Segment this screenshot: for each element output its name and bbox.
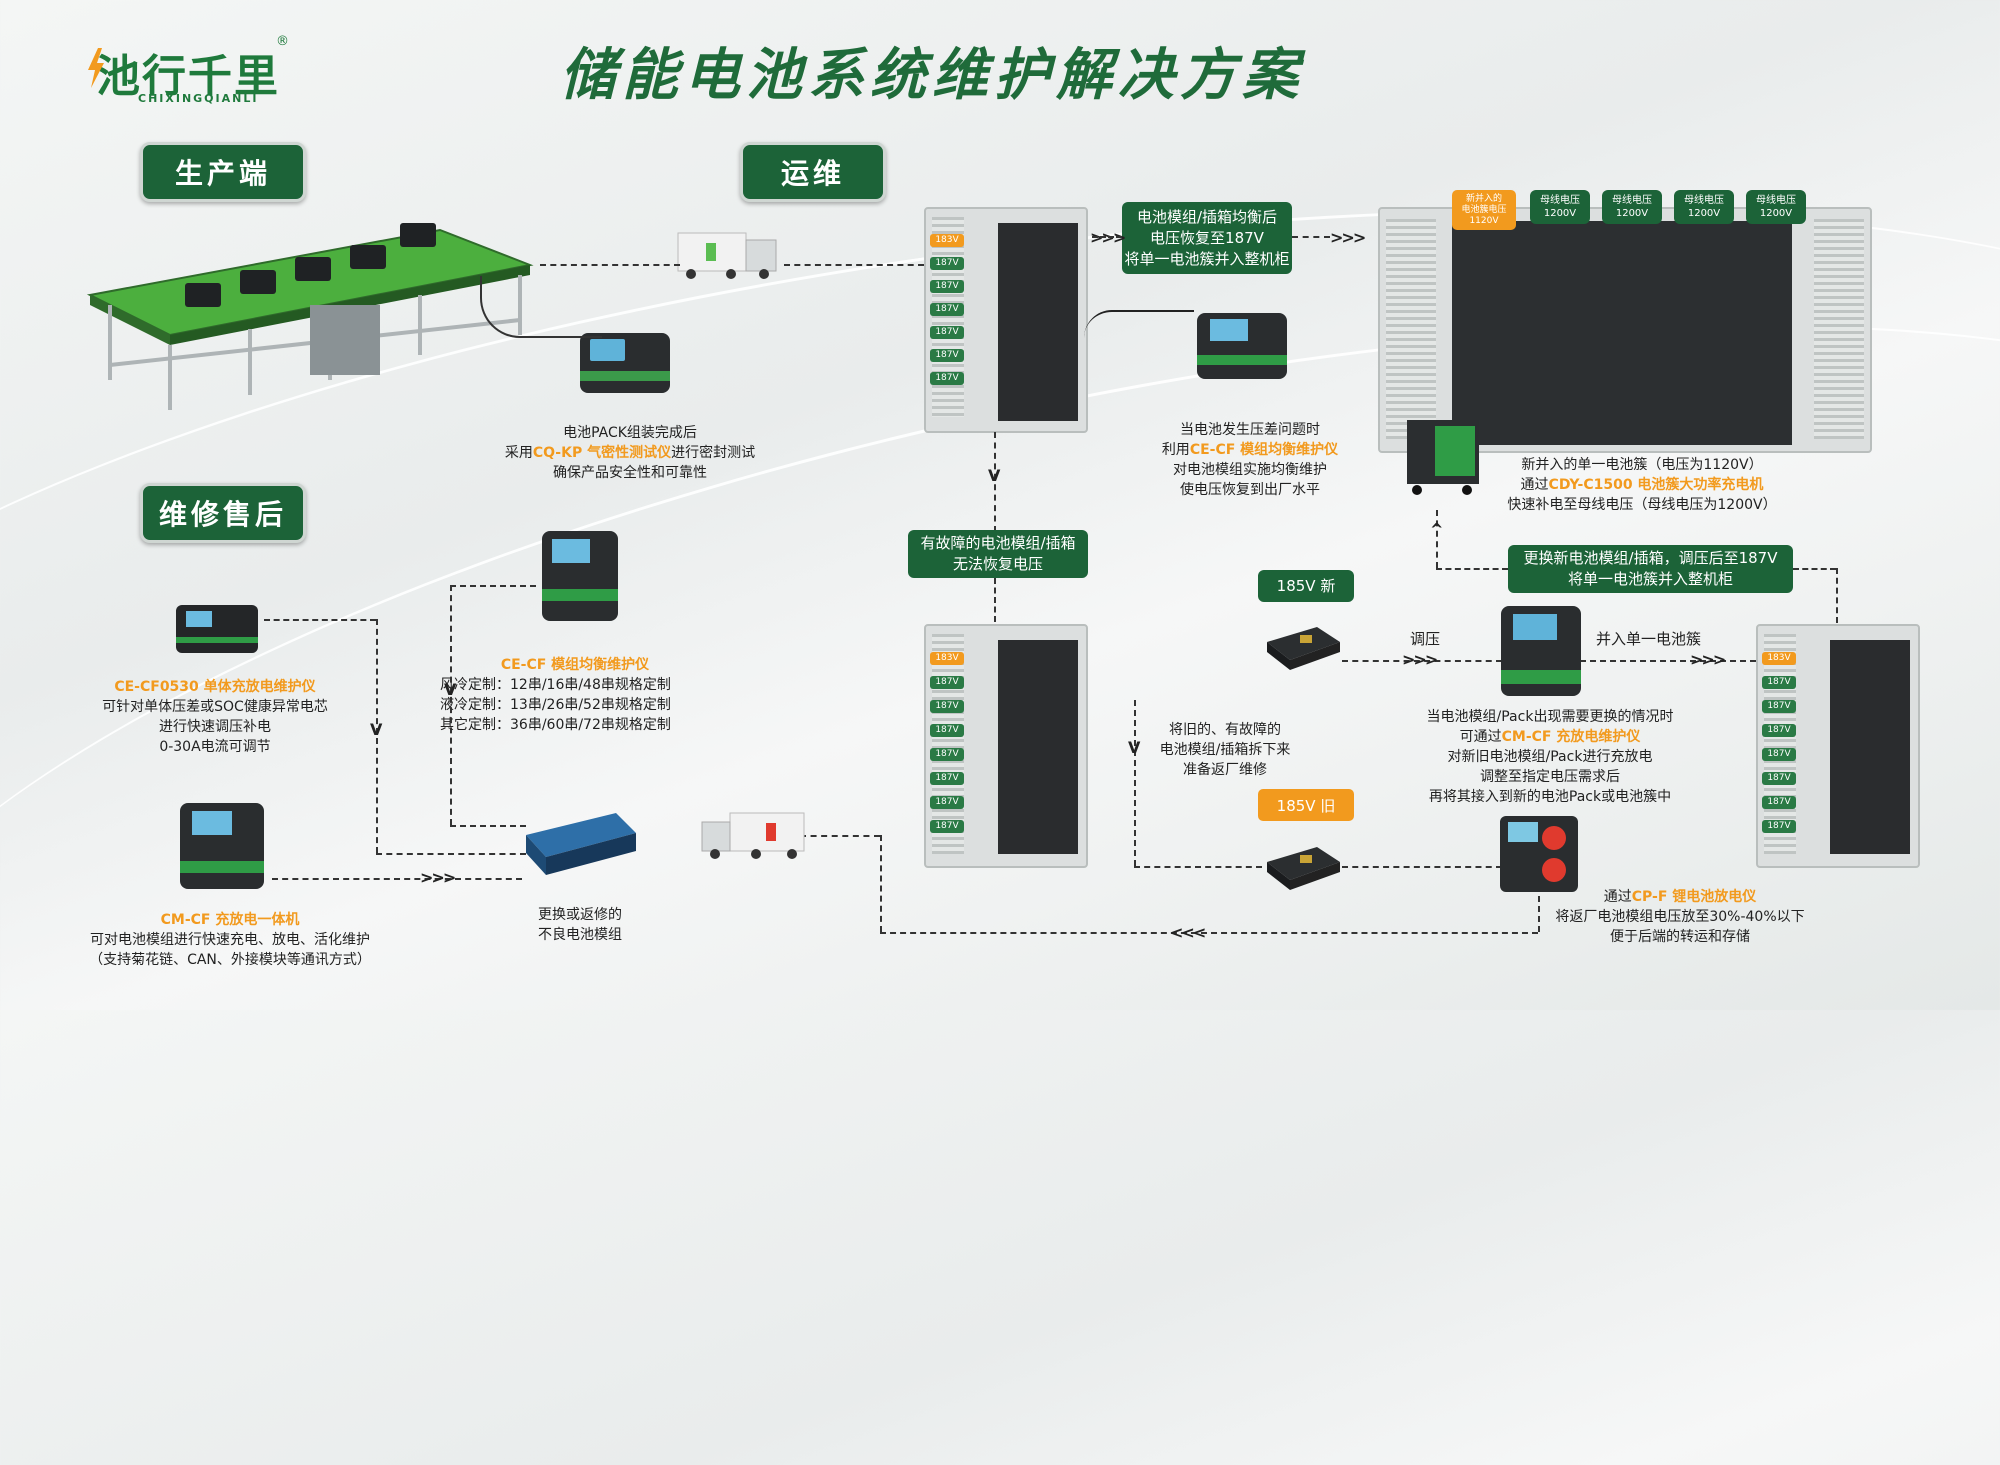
merge-label: 并入单一电池簇 (1596, 630, 1702, 648)
logo-subtext: CHIXINGQIANLI (138, 92, 259, 105)
adjust-label: 调压 (1410, 630, 1441, 648)
cm-cf-integrated-desc: CM-CF 充放电一体机 可对电池模组进行快速充电、放电、活化维护 （支持菊花链… (89, 912, 371, 968)
arrow-right: >>> (1330, 228, 1366, 247)
om-ce-cf-desc: 当电池发生压差问题时 利用CE-CF 模组均衡维护仪 对电池模组实施均衡维护 使… (1161, 422, 1339, 498)
cm-cf-integrated-device (180, 803, 264, 889)
battery-cabinet-top: 183V 187V 187V 187V 187V 187V 187V (924, 207, 1088, 433)
logo: 池行千里 CHIXINGQIANLI ® (88, 34, 289, 110)
arrow-right: >>> (1690, 650, 1726, 669)
voltage-tag: 187V (930, 700, 964, 713)
registered-mark: ® (276, 34, 289, 49)
bus-voltage-label: 母线电压 1200V (1530, 190, 1590, 224)
bus-voltage-label: 母线电压 1200V (1746, 190, 1806, 224)
voltage-tag: 183V (1762, 652, 1796, 665)
truck-icon-bottom (701, 812, 805, 859)
voltage-tag: 187V (1762, 700, 1796, 713)
new-module-tag: 185V 新 (1258, 570, 1354, 602)
voltage-tag: 187V (930, 772, 964, 785)
voltage-tag: 187V (1762, 724, 1796, 737)
arrow-down: V (988, 466, 1000, 485)
old-module-tag: 185V 旧 (1258, 789, 1354, 821)
new-cluster-voltage-label: 新并入的 电池簇电压 1120V (1452, 190, 1516, 230)
remove-desc: 将旧的、有故障的电池模组/插箱拆下来准备返厂维修 (1159, 722, 1291, 778)
logo-text: 池行千里 (96, 51, 280, 102)
bad-battery-module (526, 813, 636, 875)
gas-tester-device (580, 333, 670, 393)
voltage-tag: 187V (930, 303, 964, 316)
voltage-tag: 187V (930, 820, 964, 833)
ce-cf0530-desc: CE-CF0530 单体充放电维护仪 可针对单体压差或SOC健康异常电芯 进行快… (102, 679, 328, 755)
bus-voltage-label: 母线电压 1200V (1602, 190, 1662, 224)
section-om: 运维 (740, 142, 886, 202)
truck-icon (677, 232, 777, 279)
page-title: 储能电池系统维护解决方案 (560, 43, 1304, 108)
arrow-right: >>> (420, 868, 456, 887)
cdy-charger-device (1407, 420, 1479, 495)
old-battery-module (1267, 847, 1340, 890)
voltage-tag: 187V (930, 796, 964, 809)
section-aftersales: 维修售后 (140, 483, 306, 543)
fault-module-box: 有故障的电池模组/插箱无法恢复电压 (908, 530, 1088, 578)
battery-cabinet-right: 183V 187V 187V 187V 187V 187V 187V 187V (1756, 624, 1920, 868)
voltage-tag: 183V (930, 234, 964, 247)
voltage-tag: 187V (930, 280, 964, 293)
new-battery-module (1267, 627, 1340, 670)
ce-cf-module-balancer-device (542, 531, 618, 621)
voltage-tag: 187V (930, 326, 964, 339)
bus-voltage-label: 母线电压 1200V (1674, 190, 1734, 224)
cp-f-discharger-device (1500, 816, 1578, 892)
arrow-down: V (444, 680, 456, 699)
voltage-tag: 183V (930, 652, 964, 665)
voltage-tag: 187V (930, 349, 964, 362)
energy-storage-container (1378, 207, 1872, 453)
voltage-tag: 187V (1762, 676, 1796, 689)
arrow-left: <<< (1170, 923, 1206, 942)
voltage-tag: 187V (930, 676, 964, 689)
voltage-tag: 187V (930, 724, 964, 737)
bad-module-desc: 更换或返修的不良电池模组 (538, 907, 622, 943)
ce-cf-module-desc: CE-CF 模组均衡维护仪 风冷定制：12串/16串/48串规格定制 液冷定制：… (440, 657, 671, 733)
voltage-tag: 187V (930, 372, 964, 385)
cdy-desc: 新并入的单一电池簇（电压为1120V） 通过CDY-C1500 电池簇大功率充电… (1507, 457, 1777, 513)
cp-f-desc: 通过CP-F 锂电池放电仪 将返厂电池模组电压放至30%-40%以下 便于后端的… (1555, 889, 1805, 945)
voltage-tag: 187V (1762, 748, 1796, 761)
arrow-right: >>> (1402, 650, 1438, 669)
voltage-tag: 187V (930, 748, 964, 761)
production-desc: 电池PACK组装完成后 采用CQ-KP 气密性测试仪进行密封测试 确保产品安全性… (504, 425, 756, 481)
voltage-tag: 187V (1762, 820, 1796, 833)
lightning-icon (88, 48, 104, 88)
arrow-up: ^ (1430, 520, 1443, 539)
ce-cf0530-device (176, 605, 258, 653)
voltage-tag: 187V (930, 257, 964, 270)
arrow-down: V (370, 720, 382, 739)
voltage-tag: 187V (1762, 796, 1796, 809)
battery-cabinet-bottom: 183V 187V 187V 187V 187V 187V 187V 187V (924, 624, 1088, 868)
ce-cf-balancer-device (1197, 313, 1287, 379)
arrow-down: V (1128, 738, 1140, 757)
section-production: 生产端 (140, 142, 306, 202)
voltage-tag: 187V (1762, 772, 1796, 785)
pack-replace-desc: 当电池模组/Pack出现需要更换的情况时 可通过CM-CF 充放电维护仪 对新旧… (1426, 709, 1674, 805)
cm-cf-charger-device (1501, 606, 1581, 696)
conveyor-line-illustration (86, 223, 534, 410)
